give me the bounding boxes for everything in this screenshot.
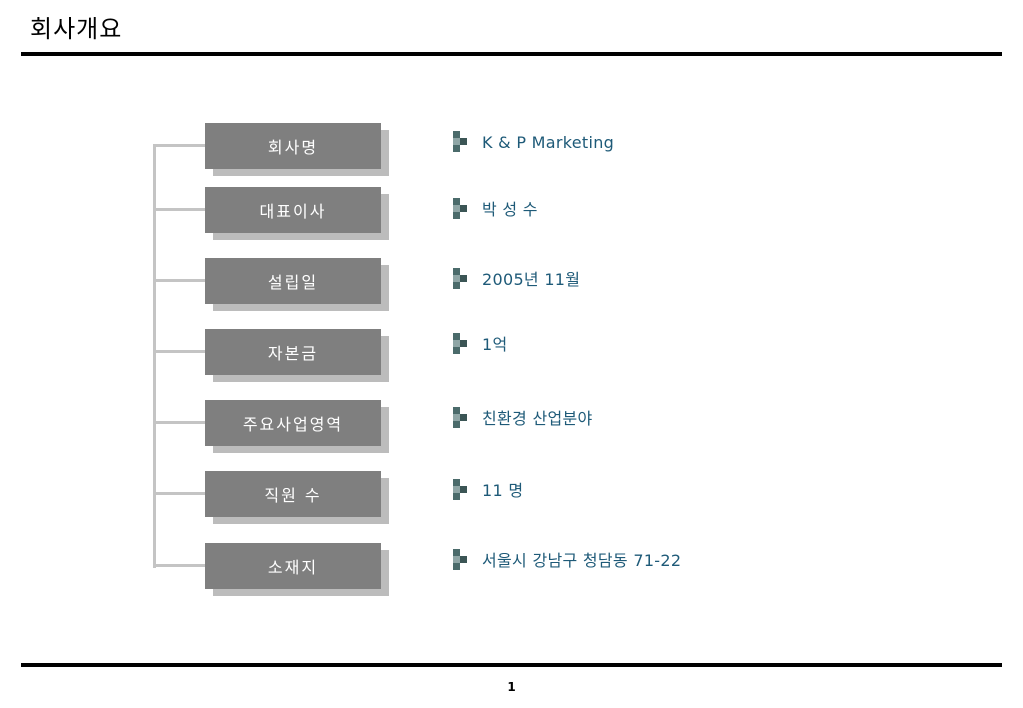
overview-row-capital: 자본금 1억 [0, 329, 1023, 382]
page-number: 1 [507, 680, 516, 694]
label-box: 직원 수 [205, 471, 389, 524]
label-box: 소재지 [205, 543, 389, 596]
square-cluster-bullet-icon [453, 549, 472, 573]
tree-connector-vertical [153, 144, 156, 568]
overview-row-business-area: 주요사업영역 친환경 산업분야 [0, 400, 1023, 453]
value-location: 서울시 강남구 청담동 71-22 [453, 549, 681, 573]
label-company-name: 회사명 [205, 123, 381, 169]
value-company-name: K & P Marketing [453, 131, 614, 155]
overview-row-company-name: 회사명 K & P Marketing [0, 123, 1023, 176]
overview-row-ceo: 대표이사 박 성 수 [0, 187, 1023, 240]
overview-row-employees: 직원 수 11 명 [0, 471, 1023, 524]
value-text: 서울시 강남구 청담동 71-22 [482, 551, 682, 570]
value-ceo: 박 성 수 [453, 198, 538, 222]
overview-row-founded: 설립일 2005년 11월 [0, 258, 1023, 311]
value-employees: 11 명 [453, 479, 523, 503]
label-box: 설립일 [205, 258, 389, 311]
value-founded: 2005년 11월 [453, 268, 580, 292]
label-ceo: 대표이사 [205, 187, 381, 233]
label-box: 자본금 [205, 329, 389, 382]
label-box: 대표이사 [205, 187, 389, 240]
square-cluster-bullet-icon [453, 407, 472, 431]
overview-row-location: 소재지 서울시 강남구 청담동 71-22 [0, 543, 1023, 596]
square-cluster-bullet-icon [453, 333, 472, 357]
tree-connector-branch [153, 350, 205, 353]
label-capital: 자본금 [205, 329, 381, 375]
value-text: 1억 [482, 335, 508, 354]
tree-connector-branch [153, 421, 205, 424]
tree-connector-branch [153, 564, 205, 567]
square-cluster-bullet-icon [453, 131, 472, 155]
square-cluster-bullet-icon [453, 479, 472, 503]
top-divider [21, 52, 1002, 56]
label-employees: 직원 수 [205, 471, 381, 517]
label-business-area: 주요사업영역 [205, 400, 381, 446]
value-text: 11 명 [482, 481, 524, 500]
value-text: 친환경 산업분야 [482, 409, 593, 428]
square-cluster-bullet-icon [453, 268, 472, 292]
tree-connector-branch [153, 279, 205, 282]
value-capital: 1억 [453, 333, 508, 357]
tree-connector-branch [153, 208, 205, 211]
label-founded: 설립일 [205, 258, 381, 304]
square-cluster-bullet-icon [453, 198, 472, 222]
label-box: 회사명 [205, 123, 389, 176]
tree-connector-branch [153, 144, 205, 147]
tree-connector-branch [153, 492, 205, 495]
value-text: 박 성 수 [482, 200, 538, 219]
label-location: 소재지 [205, 543, 381, 589]
page-title: 회사개요 [30, 15, 123, 43]
value-business-area: 친환경 산업분야 [453, 407, 593, 431]
value-text: K & P Marketing [482, 133, 615, 152]
label-box: 주요사업영역 [205, 400, 389, 453]
value-text: 2005년 11월 [482, 270, 581, 289]
bottom-divider [21, 663, 1002, 667]
